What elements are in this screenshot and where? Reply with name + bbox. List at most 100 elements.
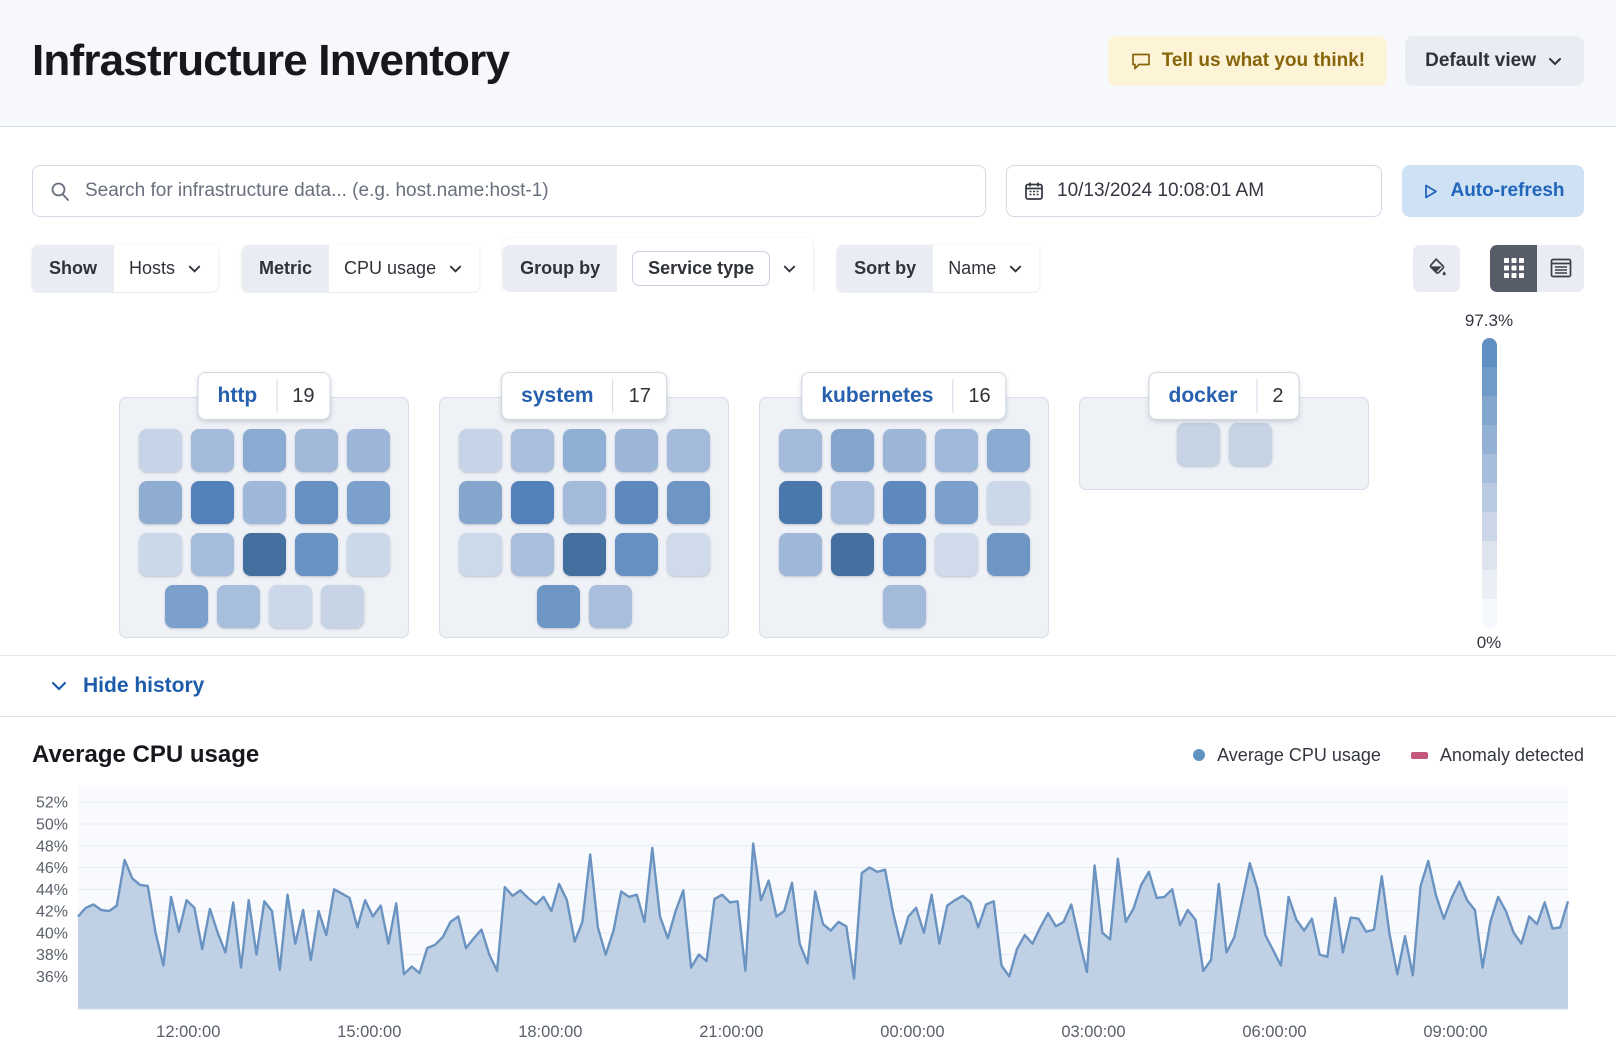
- host-cell[interactable]: [588, 585, 632, 628]
- host-cell[interactable]: [458, 429, 502, 472]
- host-cell[interactable]: [346, 429, 390, 472]
- host-cell[interactable]: [138, 533, 182, 576]
- waffle-row: [458, 481, 710, 524]
- host-cell[interactable]: [294, 481, 338, 524]
- auto-refresh-button[interactable]: Auto-refresh: [1402, 165, 1584, 217]
- host-cell[interactable]: [242, 481, 286, 524]
- host-cell[interactable]: [346, 533, 390, 576]
- host-cell[interactable]: [778, 533, 822, 576]
- group-count: 19: [292, 384, 315, 407]
- waffle-row: [778, 481, 1030, 524]
- host-cell[interactable]: [882, 533, 926, 576]
- host-cell[interactable]: [190, 533, 234, 576]
- host-cell[interactable]: [164, 585, 208, 628]
- badge-divider: [612, 379, 614, 413]
- host-cell[interactable]: [830, 481, 874, 524]
- host-cell[interactable]: [934, 429, 978, 472]
- host-cell[interactable]: [830, 429, 874, 472]
- host-cell[interactable]: [614, 533, 658, 576]
- host-cell[interactable]: [138, 429, 182, 472]
- host-cell[interactable]: [458, 481, 502, 524]
- filter-value-dropdown[interactable]: Service type: [617, 238, 813, 299]
- filter-label: Show: [32, 244, 114, 292]
- scale-step: [1481, 338, 1497, 367]
- filter-value-dropdown[interactable]: Name: [933, 245, 1039, 292]
- view-tools: [1413, 244, 1584, 292]
- host-cell[interactable]: [986, 533, 1030, 576]
- waffle-row: [778, 533, 1030, 576]
- host-cell[interactable]: [268, 585, 312, 628]
- host-cell[interactable]: [510, 429, 554, 472]
- group-badge-http[interactable]: http 19: [197, 372, 331, 420]
- feedback-label: Tell us what you think!: [1161, 50, 1366, 71]
- host-cell[interactable]: [614, 429, 658, 472]
- y-tick-label: 48%: [36, 838, 68, 855]
- host-cell[interactable]: [458, 533, 502, 576]
- search-input[interactable]: [83, 179, 969, 203]
- fill-color-icon[interactable]: [1413, 244, 1460, 292]
- host-cell[interactable]: [216, 585, 260, 628]
- host-cell[interactable]: [190, 481, 234, 524]
- host-cell[interactable]: [536, 585, 580, 628]
- host-cell[interactable]: [882, 585, 926, 628]
- host-cell[interactable]: [778, 429, 822, 472]
- chart-legend: Average CPU usage Anomaly detected: [1193, 745, 1584, 766]
- host-cell[interactable]: [934, 481, 978, 524]
- host-cell[interactable]: [510, 481, 554, 524]
- host-cell[interactable]: [666, 481, 710, 524]
- host-cell[interactable]: [1176, 423, 1220, 466]
- host-cell[interactable]: [242, 533, 286, 576]
- scale-step: [1481, 541, 1497, 570]
- filter-selected-value: Service type: [632, 250, 771, 286]
- host-cell[interactable]: [830, 533, 874, 576]
- host-cell[interactable]: [242, 429, 286, 472]
- waffle-row: [458, 533, 710, 576]
- x-tick-label: 21:00:00: [699, 1023, 763, 1038]
- hide-history-link[interactable]: Hide history: [48, 674, 204, 698]
- host-cell[interactable]: [346, 481, 390, 524]
- host-cell[interactable]: [320, 585, 364, 628]
- host-cell[interactable]: [1228, 423, 1272, 466]
- host-cell[interactable]: [294, 429, 338, 472]
- host-cell[interactable]: [986, 481, 1030, 524]
- host-cell[interactable]: [778, 481, 822, 524]
- grid-view-button[interactable]: [1490, 244, 1537, 292]
- host-cell[interactable]: [666, 533, 710, 576]
- x-tick-label: 18:00:00: [518, 1023, 582, 1038]
- host-cell[interactable]: [562, 533, 606, 576]
- host-cell[interactable]: [882, 429, 926, 472]
- host-cell[interactable]: [138, 481, 182, 524]
- group-name: system: [521, 384, 594, 407]
- host-cell[interactable]: [294, 533, 338, 576]
- filter-value-dropdown[interactable]: Hosts: [114, 245, 218, 292]
- filter-value-dropdown[interactable]: CPU usage: [329, 245, 479, 292]
- group-count: 16: [968, 384, 991, 407]
- host-cell[interactable]: [986, 429, 1030, 472]
- host-cell[interactable]: [882, 481, 926, 524]
- scale-step: [1481, 425, 1497, 454]
- host-cell[interactable]: [190, 429, 234, 472]
- chevron-down-icon: [449, 265, 462, 273]
- host-cell[interactable]: [562, 481, 606, 524]
- filter-label: Metric: [242, 244, 330, 292]
- view-selector-button[interactable]: Default view: [1405, 36, 1584, 86]
- date-picker[interactable]: 10/13/2024 10:08:01 AM: [1006, 165, 1382, 217]
- legend-item-anomaly[interactable]: Anomaly detected: [1410, 745, 1584, 766]
- legend-item-avg-cpu[interactable]: Average CPU usage: [1193, 745, 1381, 766]
- search-box[interactable]: [32, 165, 986, 217]
- waffle-row: [778, 429, 1030, 472]
- host-cell[interactable]: [934, 533, 978, 576]
- host-cell[interactable]: [562, 429, 606, 472]
- waffle-row: [138, 429, 390, 472]
- group-name: http: [217, 384, 258, 407]
- feedback-button[interactable]: Tell us what you think!: [1107, 36, 1388, 86]
- host-cell[interactable]: [510, 533, 554, 576]
- table-view-button[interactable]: [1537, 244, 1584, 292]
- host-cell[interactable]: [666, 429, 710, 472]
- host-cell[interactable]: [614, 481, 658, 524]
